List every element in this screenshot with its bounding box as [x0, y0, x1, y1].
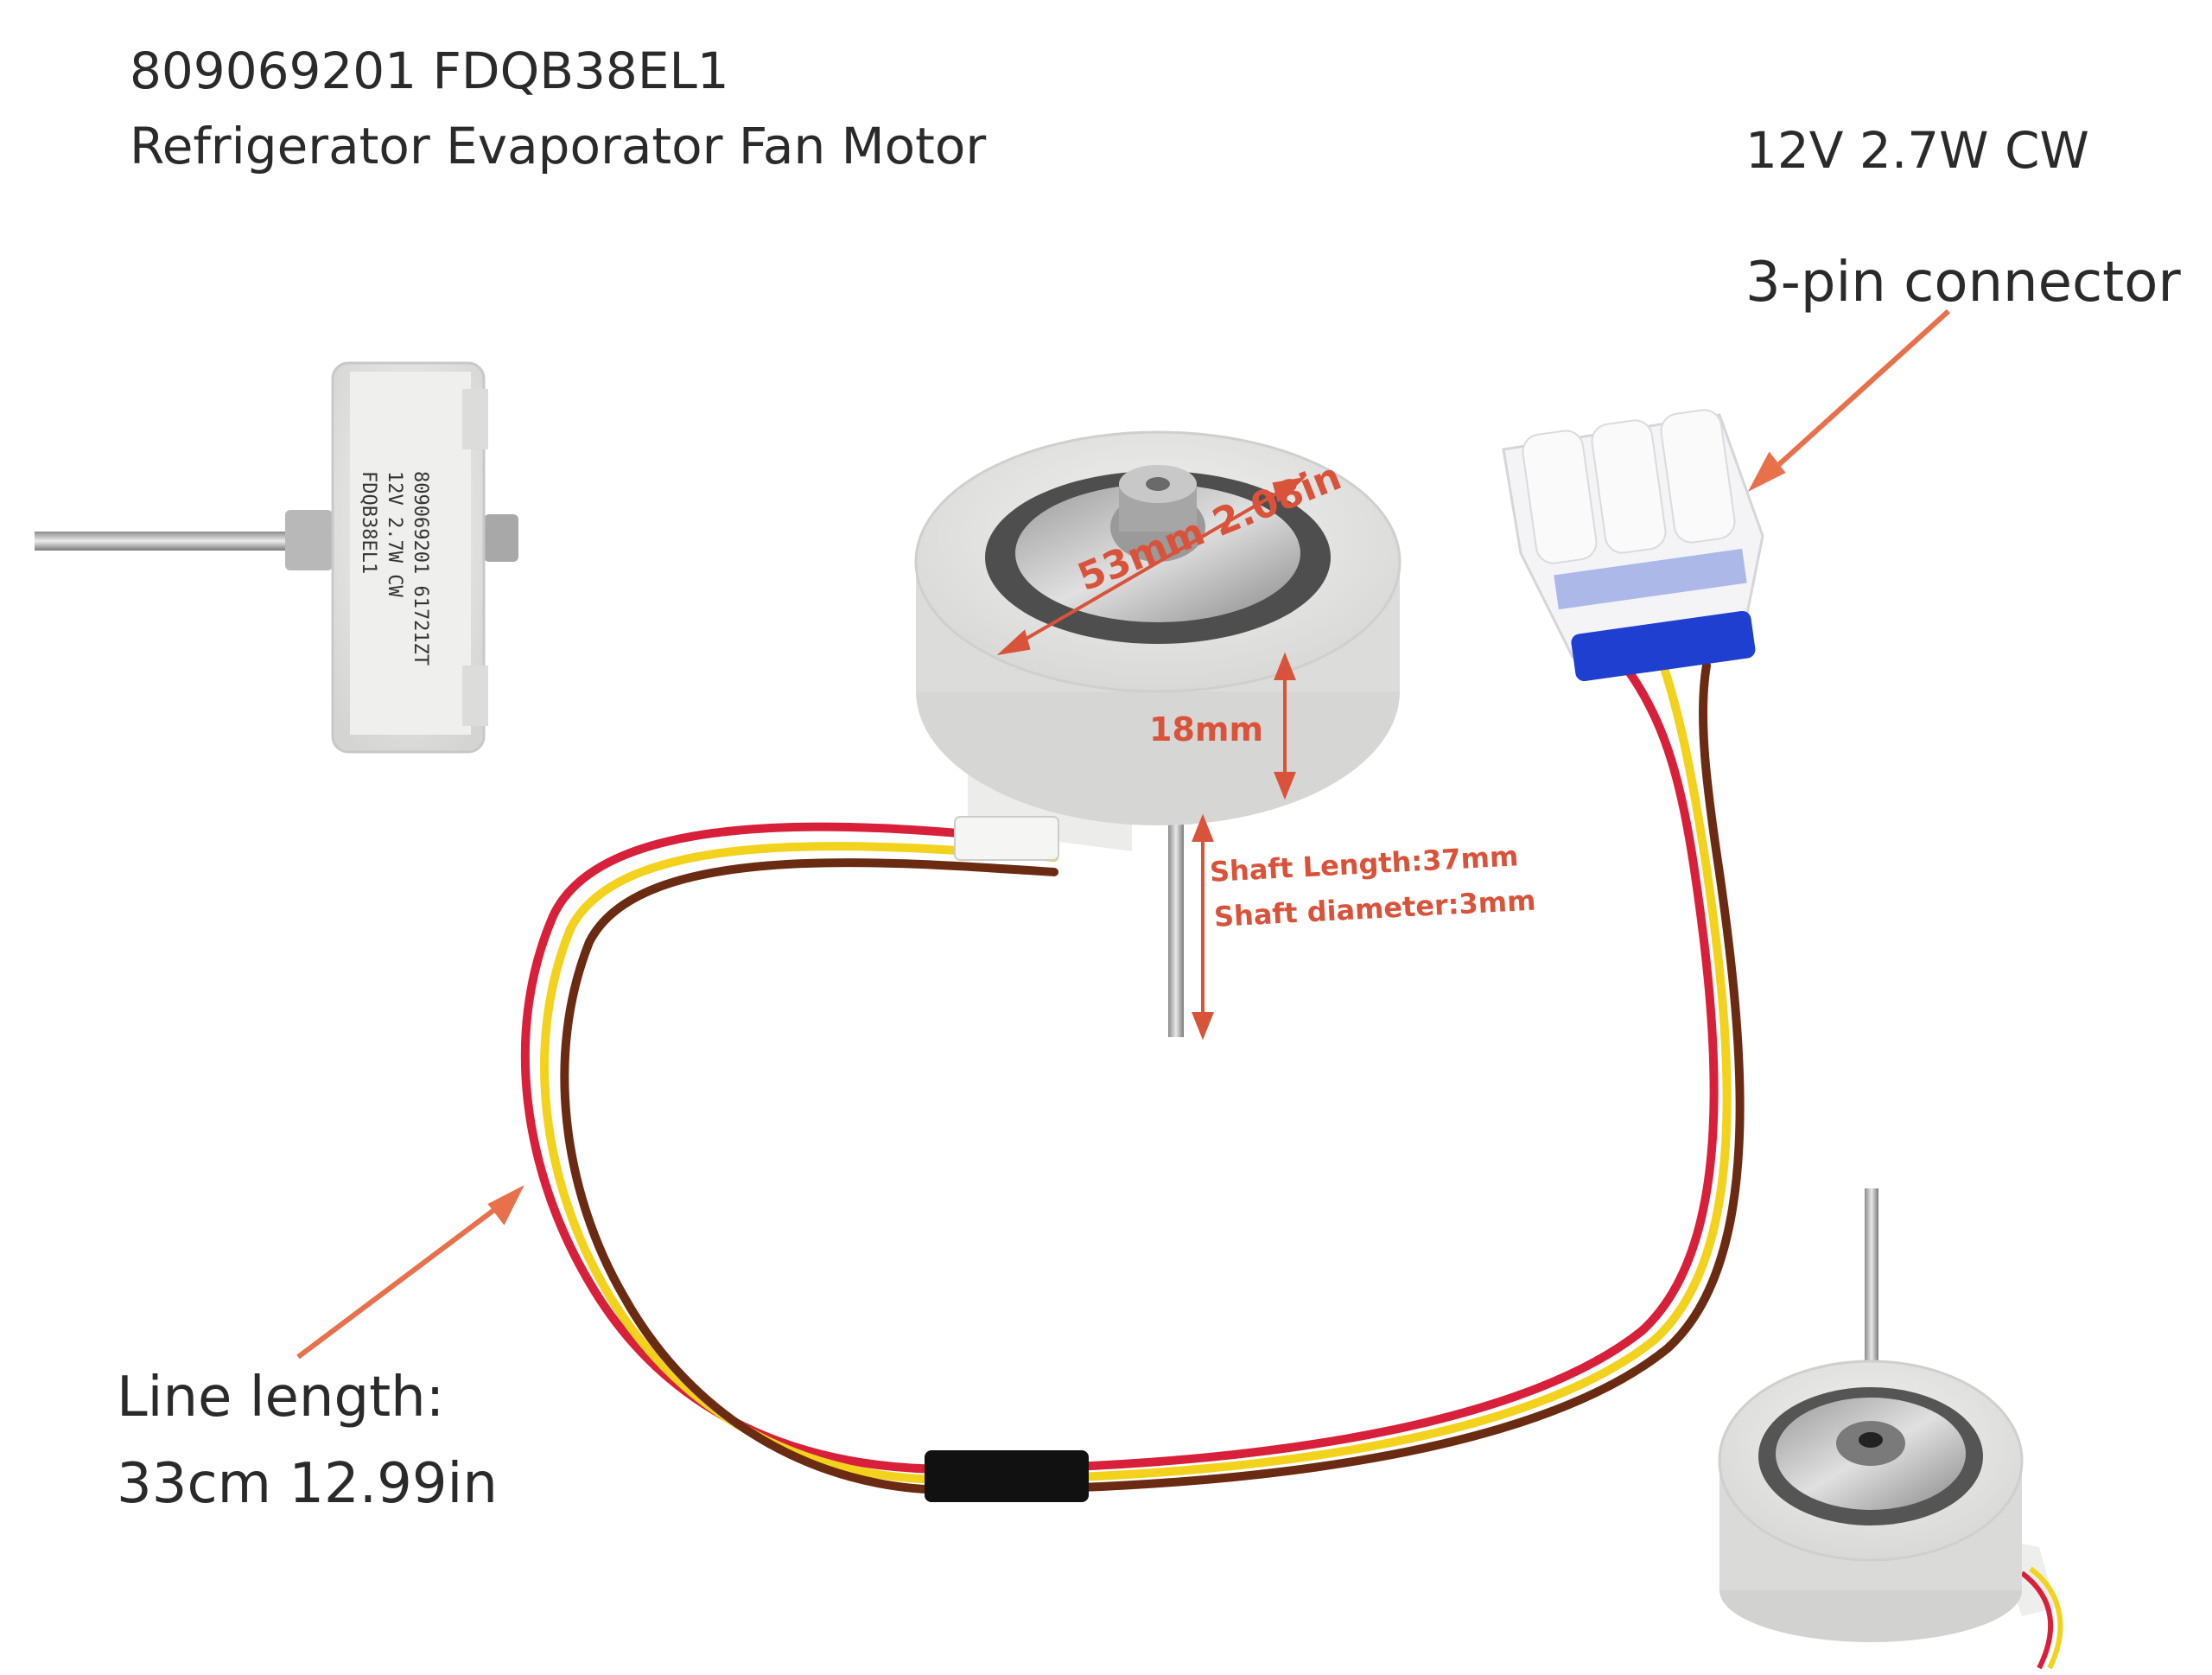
motor-side-view: FDQB38EL1 12V 2.7W CW 809069201 61721ZT — [35, 361, 518, 754]
motor-label-line2: 12V 2.7W CW — [384, 471, 405, 597]
motor-label-line1: FDQB38EL1 — [358, 471, 379, 574]
product-name-title: Refrigerator Evaporator Fan Motor — [130, 117, 987, 175]
rating-text: 12V 2.7W CW — [1745, 121, 2089, 180]
line-length-value: 33cm 12.99in — [117, 1452, 498, 1516]
line-length-label: Line length: — [117, 1366, 445, 1430]
dimension-arrows — [996, 476, 1306, 1041]
three-pin-connector — [1502, 409, 1764, 682]
callout-arrows — [296, 309, 1951, 1360]
product-code-title: 809069201 FDQB38EL1 — [130, 41, 729, 100]
wire-harness — [520, 661, 1745, 1502]
height-dimension: 18mm — [1149, 710, 1264, 748]
motor-label-line3: 809069201 61721ZT — [410, 471, 431, 666]
motor-bottom-view — [1718, 1188, 2063, 1670]
motor-main — [914, 430, 1402, 1037]
connector-label: 3-pin connector — [1745, 251, 2181, 315]
